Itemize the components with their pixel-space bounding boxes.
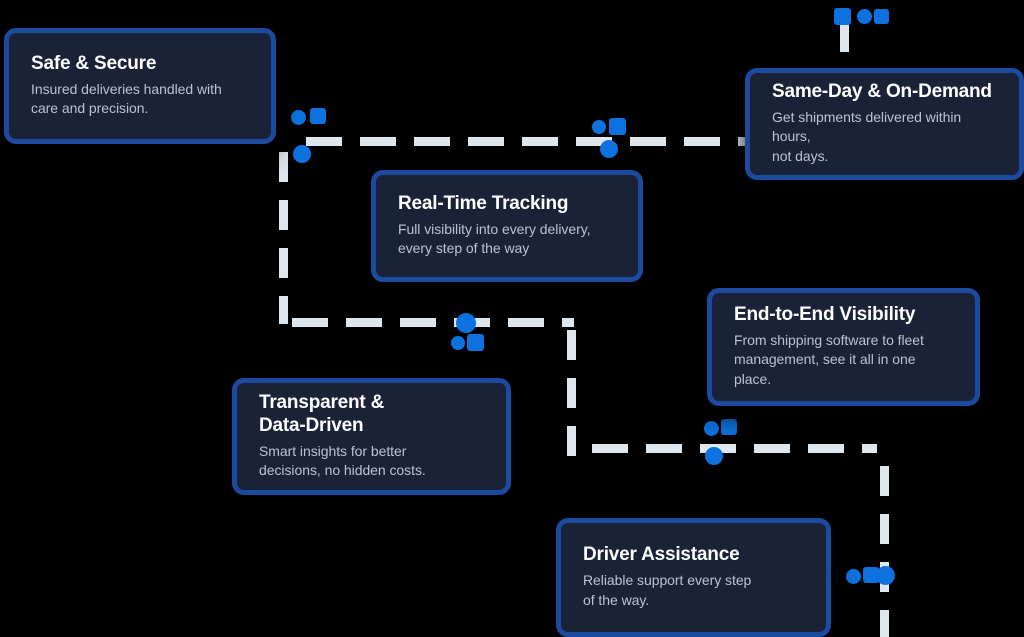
feature-card-same-day-on-demand[interactable]: Same-Day & On-Demand Get shipments deliv… (745, 68, 1024, 180)
connector-top-horizontal (306, 137, 751, 146)
accent-square-1 (310, 108, 326, 124)
feature-card-real-time-tracking[interactable]: Real-Time Tracking Full visibility into … (371, 170, 643, 282)
accent-circle-2 (592, 120, 606, 134)
connector-left-vertical (279, 152, 288, 324)
card-description: Reliable support every step of the way. (583, 572, 752, 608)
accent-circle-6 (846, 569, 861, 584)
accent-circle-4 (456, 313, 476, 333)
feature-card-driver-assistance[interactable]: Driver Assistance Reliable support every… (556, 518, 831, 637)
accent-square-2 (609, 118, 626, 135)
feature-card-end-to-end-visibility[interactable]: End-to-End Visibility From shipping soft… (707, 288, 980, 406)
card-title: Real-Time Tracking (398, 192, 569, 214)
accent-circle-1 (291, 110, 306, 125)
card-title: Transparent & Data-Driven (259, 391, 385, 436)
card-title: Safe & Secure (31, 52, 157, 74)
card-description: Get shipments delivered within hours, no… (772, 109, 962, 164)
accent-circle-3 (857, 9, 872, 24)
feature-card-safe-secure[interactable]: Safe & Secure Insured deliveries handled… (4, 28, 276, 144)
connector-mid-horizontal (292, 318, 574, 327)
connector-right-vertical (880, 466, 889, 637)
accent-square-5 (721, 419, 737, 435)
connector-lower-horizontal (592, 444, 877, 453)
card-description: Insured deliveries handled with care and… (31, 80, 222, 117)
accent-circle-2b (600, 140, 618, 158)
accent-square-4 (467, 334, 484, 351)
accent-square-6 (863, 567, 879, 583)
card-description: From shipping software to fleet manageme… (734, 332, 924, 387)
connector-center-vertical (567, 330, 576, 456)
card-title: Same-Day & On-Demand (772, 80, 992, 102)
accent-circle-5 (704, 421, 719, 436)
accent-square-3 (834, 8, 851, 25)
connector-topright-vertical (840, 22, 849, 72)
accent-circle-6b (876, 566, 895, 585)
feature-card-transparent-data-driven[interactable]: Transparent & Data-Driven Smart insights… (232, 378, 511, 495)
accent-circle-5b (705, 447, 723, 465)
accent-circle-4b (451, 336, 465, 350)
accent-circle-1b (293, 145, 311, 163)
card-title: End-to-End Visibility (734, 303, 916, 325)
accent-square-3b (874, 9, 889, 24)
card-title: Driver Assistance (583, 544, 740, 566)
card-description: Full visibility into every delivery, eve… (398, 220, 591, 257)
card-description: Smart insights for better decisions, no … (259, 442, 426, 479)
